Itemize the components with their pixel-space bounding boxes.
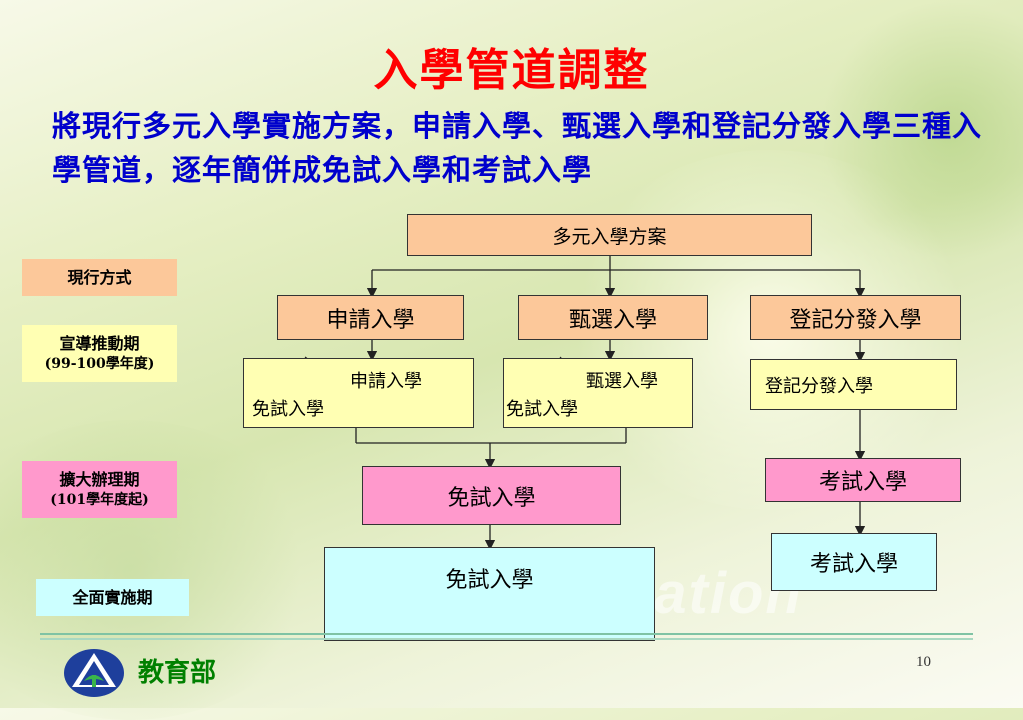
channel-selection-label: 甄選入學 (568, 307, 657, 333)
promo-application-box: 申請入學 免試入學 (243, 358, 474, 428)
slide-subtitle: 將現行多元入學實施方案，申請入學、甄選入學和登記分發入學三種入學管道，逐年簡併成… (52, 109, 983, 187)
expansion-exam-free-box: 免試入學 (362, 466, 621, 525)
org-name: 教育部 (138, 658, 217, 688)
phase-current-label: 現行方式 (22, 259, 177, 296)
channel-selection-box: 甄選入學 (518, 295, 708, 340)
phase-current-text: 現行方式 (67, 267, 132, 287)
footer-divider-bottom (40, 638, 973, 640)
root-label: 多元入學方案 (552, 225, 667, 248)
full-exam-free-box: 免試入學 (324, 547, 655, 641)
promo-application-bottom: 免試入學 (252, 399, 324, 420)
channel-application-box: 申請入學 (277, 295, 464, 340)
slide-title: 入學管道調整 (373, 45, 650, 96)
expansion-exam-box: 考試入學 (765, 458, 961, 502)
phase-expansion-period: (101學年度起) (50, 491, 149, 508)
full-exam-box: 考試入學 (771, 533, 937, 591)
channel-registration-box: 登記分發入學 (750, 295, 961, 340)
promo-selection-box: 甄選入學 免試入學 (503, 358, 693, 428)
phase-expansion-label: 擴大辦理期 (101學年度起) (22, 461, 177, 518)
phase-full-label: 全面實施期 (36, 579, 189, 616)
promo-selection-bottom: 免試入學 (506, 399, 578, 420)
promo-registration-box: 登記分發入學 (750, 359, 957, 410)
phase-expansion-text: 擴大辦理期 (59, 469, 140, 489)
phase-promotion-period: (99-100學年度) (44, 355, 155, 372)
page-number: 10 (916, 654, 931, 670)
expansion-exam-label: 考試入學 (818, 470, 907, 495)
phase-promotion-label: 宣導推動期 (99-100學年度) (22, 325, 177, 382)
channel-registration-label: 登記分發入學 (789, 307, 922, 333)
full-exam-label: 考試入學 (809, 552, 898, 577)
phase-promotion-text: 宣導推動期 (59, 333, 140, 353)
promo-registration-label: 登記分發入學 (765, 375, 873, 397)
full-exam-free-label: 免試入學 (445, 568, 534, 593)
expansion-exam-free-label: 免試入學 (447, 485, 536, 511)
moe-logo-icon (64, 649, 124, 697)
promo-selection-top: 甄選入學 (586, 371, 658, 392)
root-multi-admission-box: 多元入學方案 (407, 214, 812, 256)
footer-divider-top (40, 633, 973, 635)
phase-full-text: 全面實施期 (72, 587, 153, 607)
promo-application-top: 申請入學 (350, 371, 422, 392)
channel-application-label: 申請入學 (326, 307, 415, 333)
